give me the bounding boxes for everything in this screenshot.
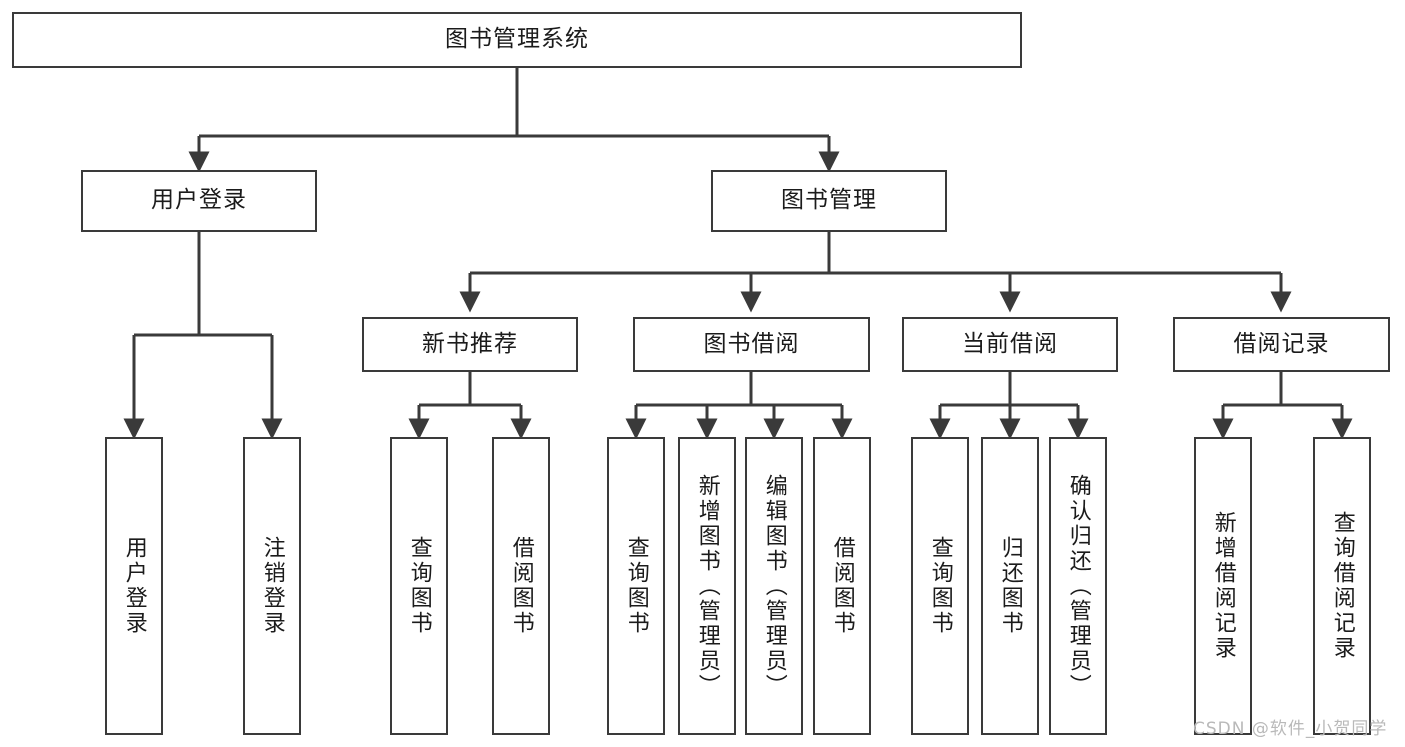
leaf-label: 查询图书 xyxy=(623,536,649,636)
leaf-book-borrow-borrow[interactable]: 借阅图书 xyxy=(813,437,871,735)
leaf-book-borrow-edit[interactable]: 编辑图书（管理员） xyxy=(745,437,803,735)
leaf-new-book-query[interactable]: 查询图书 xyxy=(390,437,448,735)
leaf-label: 借阅图书 xyxy=(508,536,534,636)
leaf-label: 编辑图书（管理员） xyxy=(761,473,787,699)
leaf-label: 借阅图书 xyxy=(829,536,855,636)
leaf-label: 查询图书 xyxy=(406,536,432,636)
csdn-watermark: CSDN @软件_小贺同学 xyxy=(1193,719,1388,739)
leaf-label: 注销登录 xyxy=(259,536,285,636)
leaf-new-book-borrow[interactable]: 借阅图书 xyxy=(492,437,550,735)
leaf-label: 新增借阅记录 xyxy=(1210,511,1236,661)
leaf-label: 新增图书（管理员） xyxy=(694,473,720,699)
leaf-label: 查询借阅记录 xyxy=(1329,511,1355,661)
leaf-borrow-record-add[interactable]: 新增借阅记录 xyxy=(1194,437,1252,735)
leaf-label: 归还图书 xyxy=(997,536,1023,636)
leaf-book-borrow-query[interactable]: 查询图书 xyxy=(607,437,665,735)
leaf-label: 确认归还（管理员） xyxy=(1065,473,1091,699)
leaf-user-login-login[interactable]: 用户登录 xyxy=(105,437,163,735)
node-root-system[interactable]: 图书管理系统 xyxy=(12,12,1022,68)
leaf-current-borrow-return[interactable]: 归还图书 xyxy=(981,437,1039,735)
leaf-label: 用户登录 xyxy=(121,536,147,636)
node-new-book-recommend[interactable]: 新书推荐 xyxy=(362,317,578,372)
leaf-borrow-record-query[interactable]: 查询借阅记录 xyxy=(1313,437,1371,735)
leaf-label: 查询图书 xyxy=(927,536,953,636)
leaf-book-borrow-add[interactable]: 新增图书（管理员） xyxy=(678,437,736,735)
leaf-current-borrow-query[interactable]: 查询图书 xyxy=(911,437,969,735)
node-book-management[interactable]: 图书管理 xyxy=(711,170,947,232)
node-user-login[interactable]: 用户登录 xyxy=(81,170,317,232)
leaf-user-login-logout[interactable]: 注销登录 xyxy=(243,437,301,735)
node-book-borrow[interactable]: 图书借阅 xyxy=(633,317,870,372)
leaf-current-borrow-confirm-return[interactable]: 确认归还（管理员） xyxy=(1049,437,1107,735)
node-current-borrow[interactable]: 当前借阅 xyxy=(902,317,1118,372)
node-borrow-record[interactable]: 借阅记录 xyxy=(1173,317,1390,372)
